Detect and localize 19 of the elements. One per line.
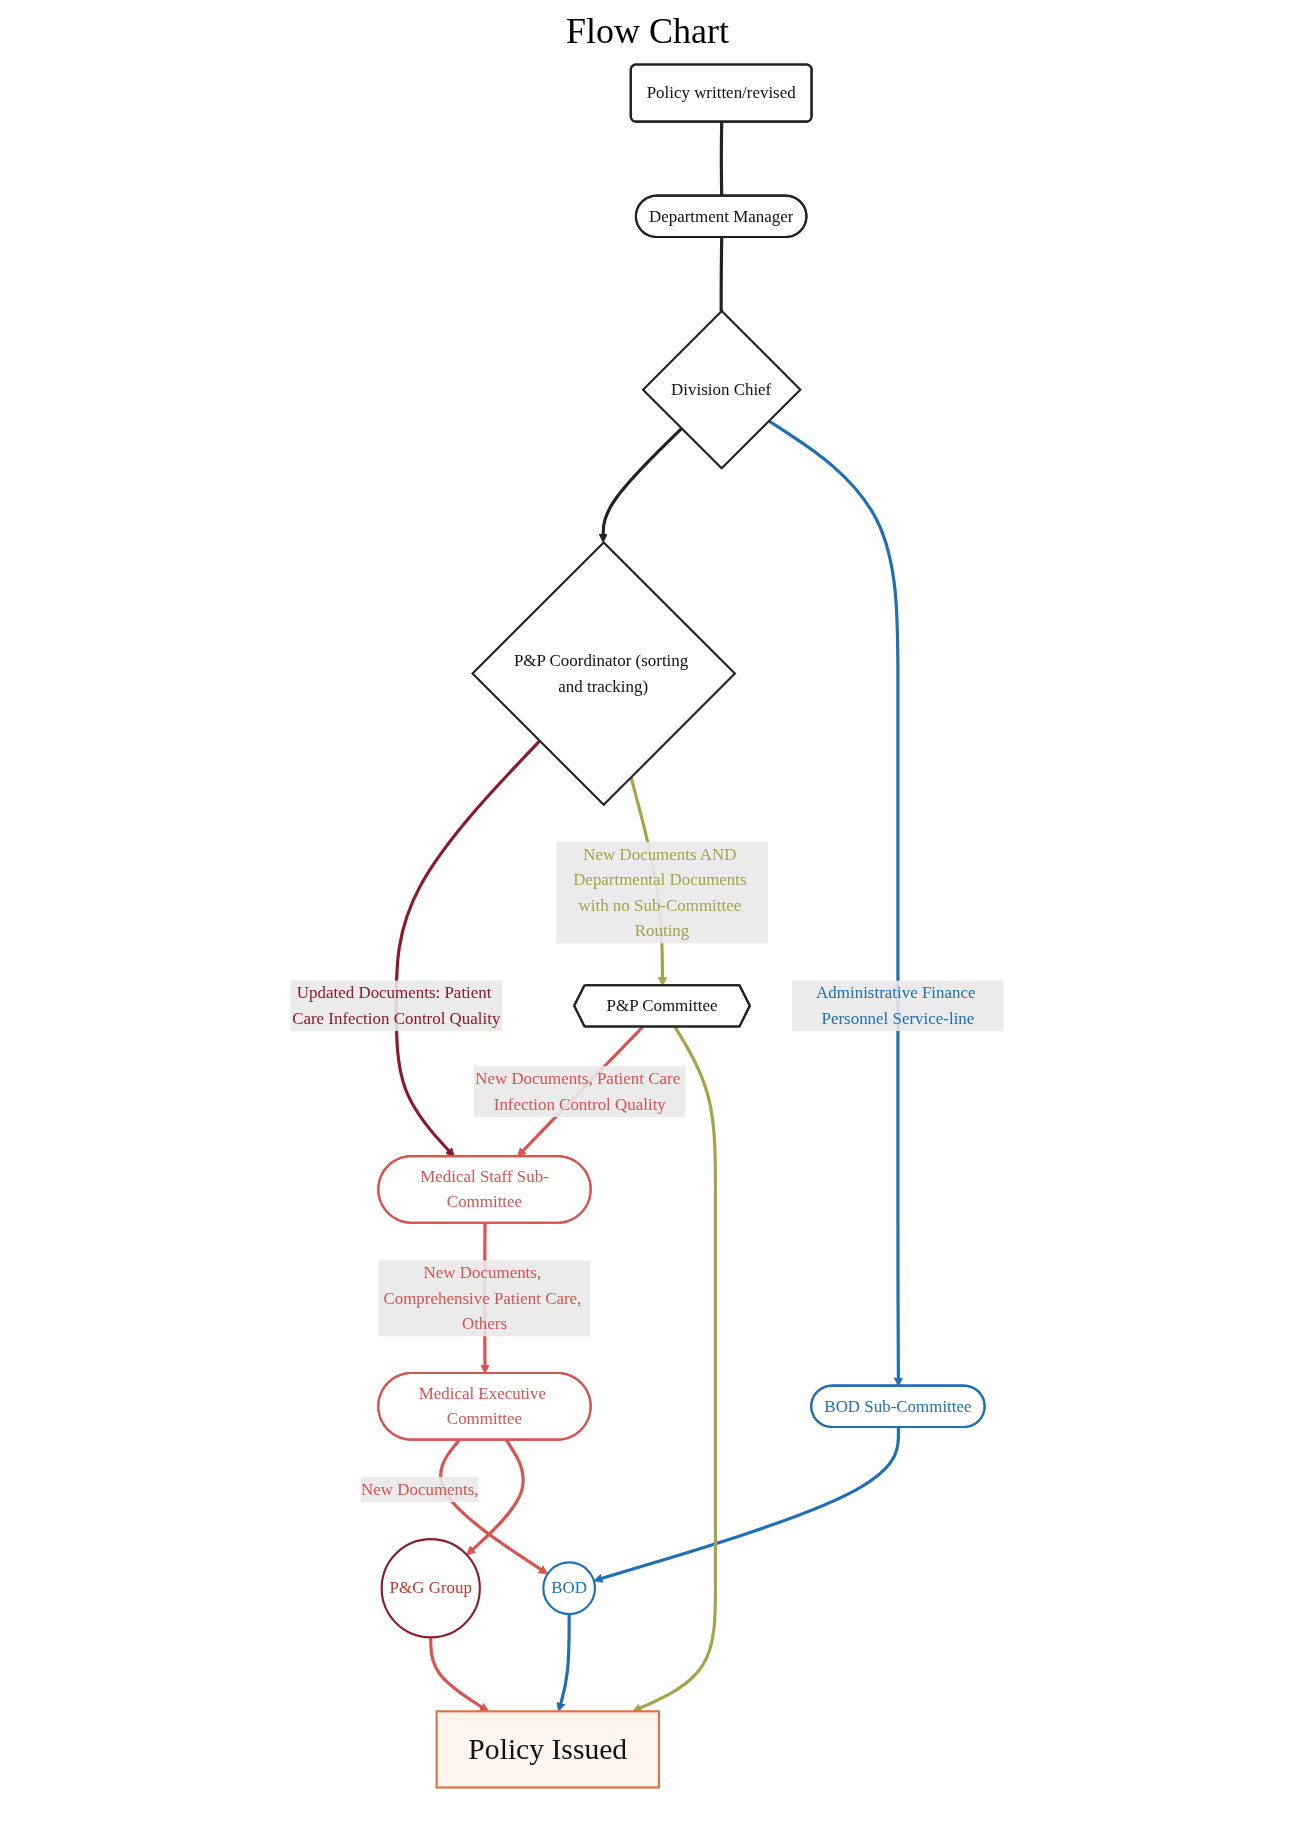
chart-title: Flow Chart — [565, 10, 730, 52]
arrow — [598, 427, 683, 543]
node-diamond: Division Chief — [641, 309, 803, 470]
edge-label: Administrative Finance Personnel Service-line — [816, 983, 976, 1027]
arrow — [593, 1427, 901, 1583]
node-diamond: P&P Coordinator (sorting and tracking) — [471, 540, 737, 807]
edge-label: New Documents, Patient Care Infection Control Quality — [475, 1069, 681, 1113]
node-circle: BOD — [542, 1561, 597, 1616]
arrow — [466, 1439, 526, 1556]
arrow — [439, 1439, 549, 1575]
edge-label: Updated Documents: Patient Care Infection Control Quality — [292, 983, 501, 1027]
edge-label: New Documents, — [361, 1479, 479, 1498]
edge-label: New Documents, Comprehensive Patient Care, Others — [383, 1263, 582, 1333]
connector — [719, 237, 724, 311]
arrow — [429, 1637, 490, 1712]
node-circle: P&G Group — [381, 1538, 482, 1639]
arrow — [556, 1614, 572, 1712]
edge-label: New Documents AND Departmental Documents with no Sub-Committee Routing — [573, 845, 747, 940]
node-box: Policy Issued — [435, 1710, 661, 1789]
